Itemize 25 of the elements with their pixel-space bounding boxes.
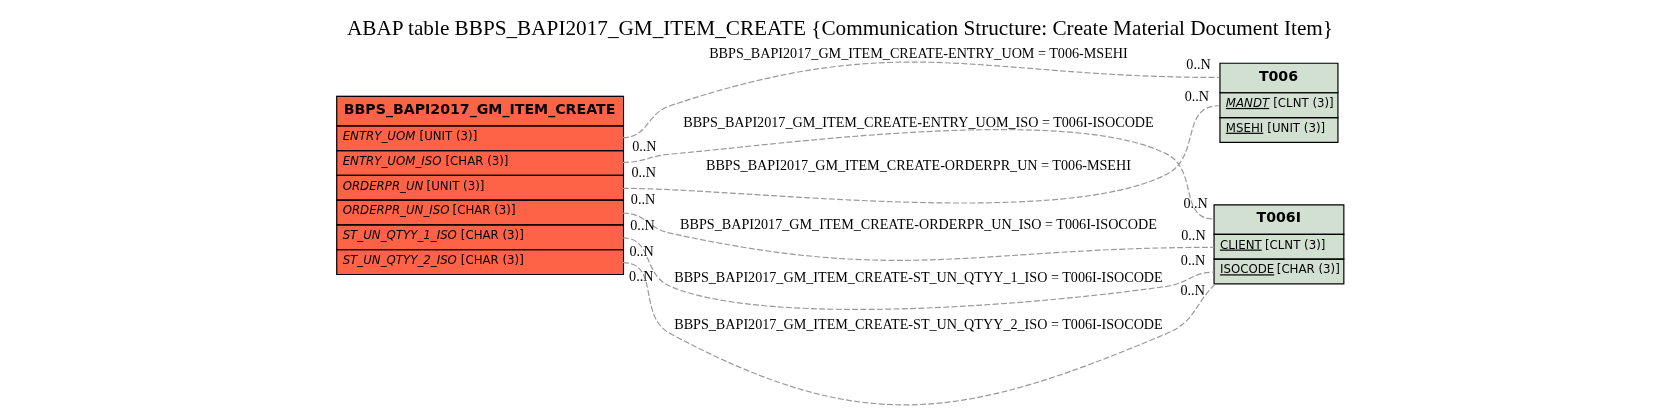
label: 0..N bbox=[630, 190, 655, 207]
diagram-title: ABAP table BBPS_BAPI2017_GM_ITEM_CREATE {Communication Structure: Create Material Document Item} bbox=[346, 15, 1333, 40]
connector bbox=[621, 61, 1219, 138]
edge-label: BBPS_BAPI2017_GM_ITEM_CREATE-ORDERPR_UN = T006-MSEHI bbox=[705, 156, 1131, 173]
label: 0..N bbox=[1182, 194, 1208, 211]
connector bbox=[621, 261, 1216, 405]
label: 0..N bbox=[628, 242, 654, 259]
edge-label: BBPS_BAPI2017_GM_ITEM_CREATE-ST_UN_QTYY_2_ISO = T006I-ISOCODE bbox=[673, 315, 1163, 332]
connector bbox=[621, 128, 1215, 220]
edge-label: BBPS_BAPI2017_GM_ITEM_CREATE-ST_UN_QTYY_1_ISO = T006I-ISOCODE bbox=[673, 268, 1163, 285]
connector bbox=[621, 212, 1215, 261]
connector bbox=[621, 236, 1215, 310]
label: 0..N bbox=[628, 267, 653, 284]
label: 0..N bbox=[1180, 251, 1205, 268]
edge-label: BBPS_BAPI2017_GM_ITEM_CREATE-ENTRY_UOM_ISO = T006I-ISOCODE bbox=[682, 113, 1154, 130]
label: 0..N bbox=[629, 216, 655, 233]
label: 0..N bbox=[631, 163, 656, 180]
label: 0..N bbox=[631, 137, 657, 154]
label: 0..N bbox=[1180, 281, 1205, 298]
label: 0..N bbox=[1180, 226, 1206, 243]
label: 0..N bbox=[1185, 55, 1211, 72]
connector bbox=[621, 104, 1219, 204]
edge-label: BBPS_BAPI2017_GM_ITEM_CREATE-ORDERPR_UN_ISO = T006I-ISOCODE bbox=[679, 215, 1157, 232]
label: 0..N bbox=[1184, 87, 1209, 104]
edge-label: BBPS_BAPI2017_GM_ITEM_CREATE-ENTRY_UOM = T006-MSEHI bbox=[708, 44, 1128, 61]
